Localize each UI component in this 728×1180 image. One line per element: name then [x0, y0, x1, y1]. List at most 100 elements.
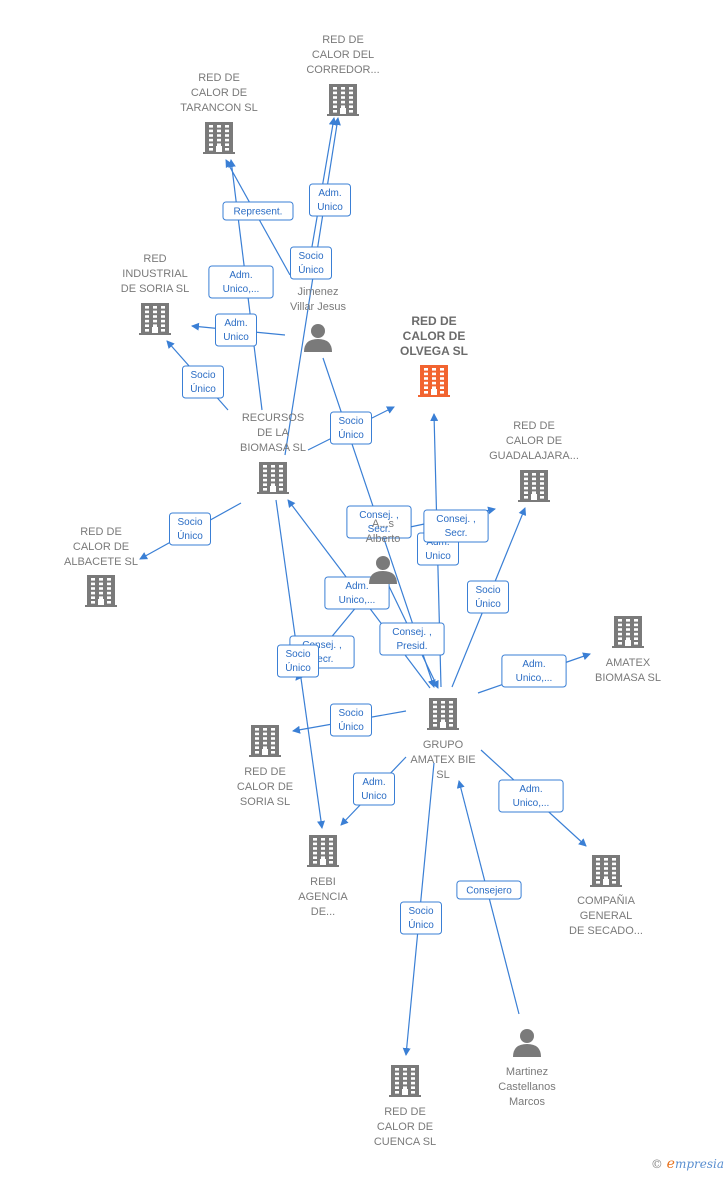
edge-label-text: Socio: [475, 585, 500, 596]
node-label-recursos: RECURSOS: [242, 412, 304, 424]
building-icon: [249, 725, 281, 757]
node-label-guadalajara: GUADALAJARA...: [489, 450, 579, 462]
edge-label-alberto-to-guadalajara[interactable]: Consej. ,Secr.: [423, 509, 489, 543]
node-label-soria_ind: DE SORIA SL: [121, 283, 189, 295]
edge-label-jimenez-to-grupo[interactable]: Consej. , Secr.: [346, 505, 412, 539]
edge-label-text: Único: [177, 529, 203, 542]
building-icon: [307, 835, 339, 867]
edge-label-text: Único: [338, 428, 364, 441]
node-soria_ind[interactable]: RED INDUSTRIAL DE SORIA SL: [121, 253, 189, 335]
edge-label-text: Único: [475, 597, 501, 610]
edge-label-text: Adm.: [229, 270, 252, 281]
node-label-cuenca: RED DE: [384, 1106, 426, 1118]
edge-label-box: [330, 703, 372, 737]
edge-label-text: Consej. ,: [302, 640, 341, 651]
edge-label-text: Socio: [285, 649, 310, 660]
edge-label-text: Secr.: [368, 524, 391, 535]
edge-label-text: Unico,...: [223, 284, 260, 295]
edge-label-alberto-to-grupo[interactable]: Consej. ,Presid.: [379, 622, 445, 656]
edge-label-box: [277, 644, 319, 678]
edge-label-text: Consej. ,: [392, 627, 431, 638]
edge-label-text: Único: [298, 263, 324, 276]
edge-label-text: Unico: [425, 551, 451, 562]
edge-label-box: [498, 779, 564, 813]
edge-label-text: Represent.: [234, 207, 283, 218]
node-label-rebi: DE...: [311, 906, 335, 918]
edge-label-text: Socio: [190, 370, 215, 381]
edge-label-grupo-to-secado[interactable]: Adm.Unico,...: [498, 779, 564, 813]
edge-label-grupo-to-amatex_bio[interactable]: Adm.Unico,...: [501, 654, 567, 688]
edge-label-grupo-to-recursos[interactable]: Adm.Unico,...: [324, 576, 390, 610]
edge-label-text: Consej. ,: [359, 510, 398, 521]
building-icon: [389, 1065, 421, 1097]
node-label-jimenez: Jimenez: [298, 286, 339, 298]
edge-label-grupo-to-rebi[interactable]: Adm.Unico: [353, 772, 395, 806]
node-label-secado: GENERAL: [580, 910, 633, 922]
edge-label-text: Adm.: [362, 777, 385, 788]
edge-label-text: Unico: [317, 202, 343, 213]
edge-label-text: Adm.: [522, 659, 545, 670]
node-label-soria: CALOR DE: [237, 781, 293, 793]
node-label-guadalajara: RED DE: [513, 420, 555, 432]
node-label-cuenca: CALOR DE: [377, 1121, 433, 1133]
node-label-rebi: AGENCIA: [298, 891, 348, 903]
node-label-albacete: RED DE: [80, 526, 122, 538]
person-icon: [513, 1029, 541, 1057]
edge-label-box: [423, 509, 489, 543]
person-icon: [369, 556, 397, 584]
edge-recursos-to-corredor: [284, 117, 341, 456]
edge-label-text: Unico,...: [513, 798, 550, 809]
edge-label-box: [456, 880, 522, 900]
edge-label-martinez-to-grupo[interactable]: Consejero: [456, 880, 522, 900]
edge-label-jimenez-to-tarancon[interactable]: Represent.: [222, 201, 294, 221]
edge-label-text: Socio: [408, 906, 433, 917]
edge-label-text: Unico: [223, 332, 249, 343]
edge-label-box: [324, 576, 390, 610]
node-label-alberto: Alberto: [366, 533, 401, 545]
edge-label-recursos-to-tarancon[interactable]: Adm. Unico,...: [208, 265, 274, 299]
edge-label-box: [208, 265, 274, 299]
building-icon: [518, 470, 550, 502]
node-label-soria_ind: INDUSTRIAL: [122, 268, 187, 280]
edge-label-box: [400, 901, 442, 935]
node-label-martinez: Castellanos: [498, 1081, 556, 1093]
edge-label-recursos-to-corredor[interactable]: Adm.Unico: [309, 183, 351, 217]
edge-label-jimenez-to-soria_ind[interactable]: Adm.Unico: [215, 313, 257, 347]
building-icon: [612, 616, 644, 648]
node-label-grupo: GRUPO: [423, 739, 464, 751]
node-label-tarancon: TARANCON SL: [180, 102, 257, 114]
edge-label-text: Único: [285, 661, 311, 674]
node-label-soria: RED DE: [244, 766, 286, 778]
node-rebi[interactable]: REBIAGENCIADE...: [298, 835, 348, 918]
building-icon: [139, 303, 171, 335]
node-label-soria_ind: RED: [143, 253, 166, 265]
edge-label-text: Único: [338, 720, 364, 733]
node-label-tarancon: CALOR DE: [191, 87, 247, 99]
edge-label-text: Único: [408, 918, 434, 931]
node-label-corredor: CALOR DEL: [312, 49, 374, 61]
building-icon: [590, 855, 622, 887]
